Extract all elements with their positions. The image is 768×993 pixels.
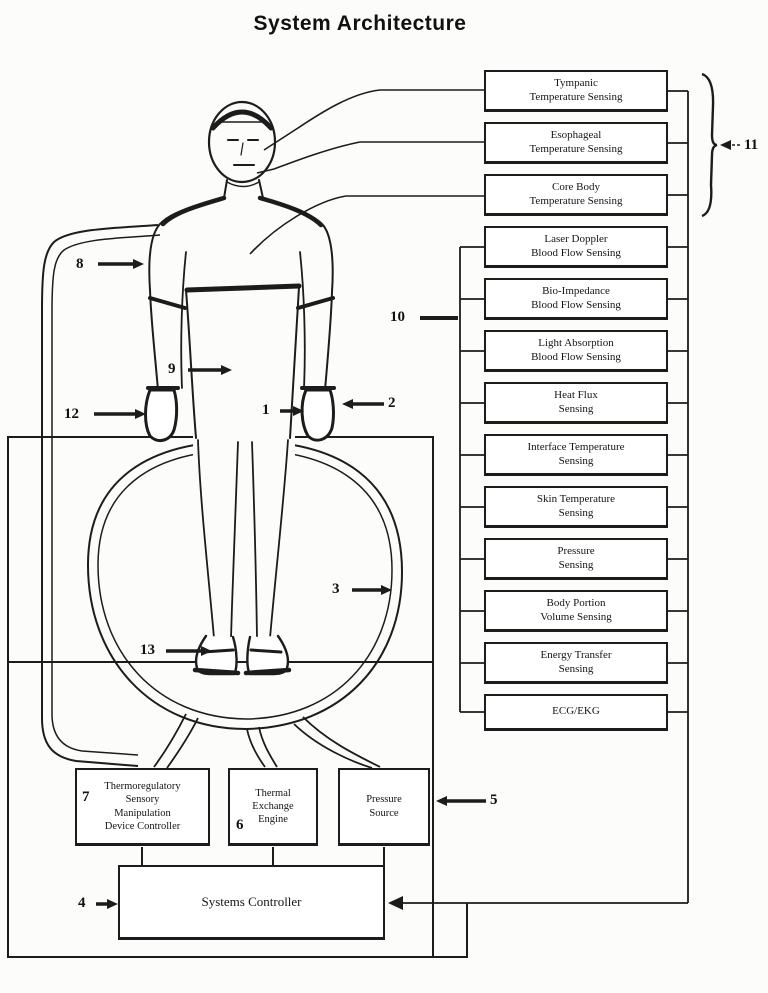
sensor-box-ecg-ekg: ECG/EKG	[484, 694, 668, 731]
box-label: Thermal	[255, 787, 291, 799]
sensor-box-laser-doppler: Laser Doppler Blood Flow Sensing	[484, 226, 668, 268]
enclosure-bag	[86, 439, 404, 731]
sensor-box-core-body: Core Body Temperature Sensing	[484, 174, 668, 216]
sensor-box-interface-temperature: Interface Temperature Sensing	[484, 434, 668, 476]
ref-label-10: 10	[390, 309, 405, 325]
sensor-label: Pressure	[557, 544, 595, 557]
box-label: Device Controller	[104, 820, 181, 832]
bracket-11	[701, 72, 742, 218]
sensor-label: Heat Flux	[554, 388, 598, 401]
sensor-label: Temperature Sensing	[529, 142, 623, 155]
sensor-label: Skin Temperature	[536, 492, 616, 505]
ref-label-12: 12	[64, 406, 79, 422]
head-connector-lines	[249, 89, 484, 255]
controller-stub-lines	[141, 847, 385, 865]
ref-label-11: 11	[744, 137, 759, 153]
ref-label-8: 8	[76, 256, 84, 272]
sensor-label: Volume Sensing	[540, 610, 612, 623]
sensor-box-heat-flux: Heat Flux Sensing	[484, 382, 668, 424]
ref-label-5: 5	[490, 792, 498, 808]
left-supply-tube	[41, 224, 161, 767]
sensor-label: Bio-Impedance	[542, 284, 610, 297]
sensor-label: Tympanic	[554, 76, 598, 89]
box-label: Exchange	[252, 800, 294, 812]
systems-controller-box: Systems Controller	[118, 865, 385, 940]
box-label: Sensory	[125, 794, 160, 806]
box-label: Engine	[258, 814, 288, 826]
sensor-label: Light Absorption	[538, 336, 614, 349]
ref-label-4: 4	[78, 895, 86, 911]
sensor-box-light-absorption: Light Absorption Blood Flow Sensing	[484, 330, 668, 372]
sensor-box-tympanic: Tympanic Temperature Sensing	[484, 70, 668, 112]
sensor-label: Interface Temperature	[527, 440, 625, 453]
box-label: Manipulation	[114, 807, 171, 819]
sensor-label: Esophageal	[550, 128, 602, 141]
ref-label-7: 7	[82, 789, 90, 805]
thermal-exchange-engine-box: Thermal Exchange Engine	[228, 768, 318, 846]
pressure-source-box: Pressure Source	[338, 768, 430, 846]
sensor-label: Energy Transfer	[540, 648, 612, 661]
sensor-label: Sensing	[558, 454, 594, 467]
box-label: Pressure	[366, 794, 402, 806]
ref-label-2: 2	[388, 395, 396, 411]
page-title: System Architecture	[253, 12, 467, 35]
torso-occluder	[193, 430, 295, 462]
sensor-box-energy-transfer: Energy Transfer Sensing	[484, 642, 668, 684]
sensor-label: Blood Flow Sensing	[531, 246, 621, 259]
ref-label-9: 9	[168, 361, 176, 377]
sensor-label: Laser Doppler	[544, 232, 608, 245]
sensor-label: Temperature Sensing	[529, 90, 623, 103]
box-label: Thermoregulatory	[104, 781, 181, 793]
ref-label-13: 13	[140, 642, 155, 658]
ref-label-3: 3	[332, 581, 340, 597]
sensor-box-esophageal: Esophageal Temperature Sensing	[484, 122, 668, 164]
sensor-label: Body Portion	[546, 596, 606, 609]
bag-tubes	[153, 713, 381, 769]
box-label: Source	[369, 807, 399, 819]
sensor-bus-lines	[402, 90, 689, 904]
sensor-label: Sensing	[558, 402, 594, 415]
sensor-label: ECG/EKG	[552, 705, 600, 718]
sensor-box-body-portion-volume: Body Portion Volume Sensing	[484, 590, 668, 632]
human-figure	[144, 100, 336, 676]
sensor-label: Sensing	[558, 506, 594, 519]
sensor-label: Sensing	[558, 558, 594, 571]
box-label: Systems Controller	[201, 893, 302, 909]
sensor-box-pressure: Pressure Sensing	[484, 538, 668, 580]
sensor-box-bio-impedance: Bio-Impedance Blood Flow Sensing	[484, 278, 668, 320]
sensor-label: Blood Flow Sensing	[531, 350, 621, 363]
thermoregulatory-controller-box: Thermoregulatory Sensory Manipulation De…	[75, 768, 210, 846]
sensor-label: Blood Flow Sensing	[531, 298, 621, 311]
sensor-box-skin-temperature: Skin Temperature Sensing	[484, 486, 668, 528]
sensor-label: Sensing	[558, 662, 594, 675]
sensor-label: Temperature Sensing	[529, 194, 623, 207]
ref-label-1: 1	[262, 402, 270, 418]
ref-label-6: 6	[236, 817, 244, 833]
sensor-label: Core Body	[552, 180, 600, 193]
reference-arrows	[94, 259, 486, 910]
